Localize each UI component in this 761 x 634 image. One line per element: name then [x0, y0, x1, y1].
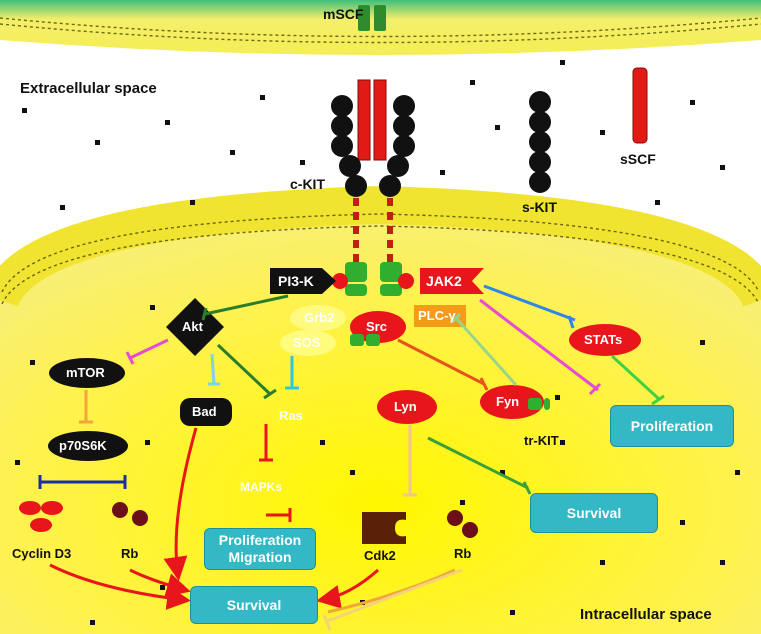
sos-shape	[280, 330, 336, 356]
cdk2-label: Cdk2	[364, 548, 396, 563]
rb-right-icon	[447, 510, 478, 538]
trkit-label: tr-KIT	[524, 433, 559, 448]
bad-label: Bad	[192, 404, 217, 419]
mapks-label: MAPKs	[240, 480, 283, 494]
rb-left-label: Rb	[121, 546, 139, 561]
cdk2-icon	[362, 512, 406, 544]
rb-right-label: Rb	[454, 546, 472, 561]
mscf-ligand-icon	[358, 5, 386, 31]
skit-receptor-icon	[529, 91, 551, 193]
intracellular-label: Intracellular space	[580, 606, 712, 623]
mscf-label: mSCF	[323, 6, 364, 22]
fyn-shape	[480, 385, 544, 419]
jak2-shape	[420, 268, 484, 294]
cyclin-d3-icon	[19, 501, 63, 532]
cell-membrane	[0, 185, 761, 308]
jak2-label: JAK2	[426, 273, 462, 289]
p70s6k-label: p70S6K	[59, 438, 107, 453]
survival-right-box: Survival	[530, 493, 658, 533]
pathway-edges	[38, 284, 665, 631]
pi3k-shape	[270, 268, 336, 294]
proliferation-migration-box: Proliferation Migration	[204, 528, 316, 570]
plcg-label: PLC-γ	[418, 308, 456, 323]
small-green-receptor-icon	[350, 334, 550, 410]
bad-shape	[180, 398, 232, 426]
stats-shape	[569, 324, 641, 356]
lyn-shape	[377, 390, 437, 424]
ras-label: Ras	[279, 408, 303, 423]
mtor-label: mTOR	[66, 365, 105, 380]
cyclin-d3-label: Cyclin D3	[12, 546, 72, 561]
ckit-receptor-icon	[331, 79, 415, 296]
survival-center-box: Survival	[190, 586, 318, 624]
proliferation-right-box: Proliferation	[610, 405, 734, 447]
src-label: Src	[366, 319, 387, 334]
src-shape	[350, 311, 406, 343]
skit-label: s-KIT	[522, 199, 557, 215]
p70s6k-shape	[48, 431, 128, 461]
pi3k-label: PI3-K	[278, 273, 314, 289]
grb2-label: Grb2	[304, 310, 335, 325]
sos-label: SOS	[293, 335, 321, 350]
akt-label: Akt	[182, 319, 203, 334]
rb-left-icon	[112, 502, 148, 526]
sscf-label: sSCF	[620, 151, 656, 167]
extracellular-label: Extracellular space	[20, 80, 157, 97]
scattered-dots	[15, 60, 740, 625]
grb2-shape	[290, 305, 346, 331]
ckit-label: c-KIT	[290, 176, 325, 192]
fyn-label: Fyn	[496, 394, 520, 409]
sscf-ligand-icon	[632, 67, 648, 144]
mtor-shape	[49, 358, 125, 388]
stats-label: STATs	[584, 332, 623, 347]
lyn-label: Lyn	[394, 399, 417, 414]
